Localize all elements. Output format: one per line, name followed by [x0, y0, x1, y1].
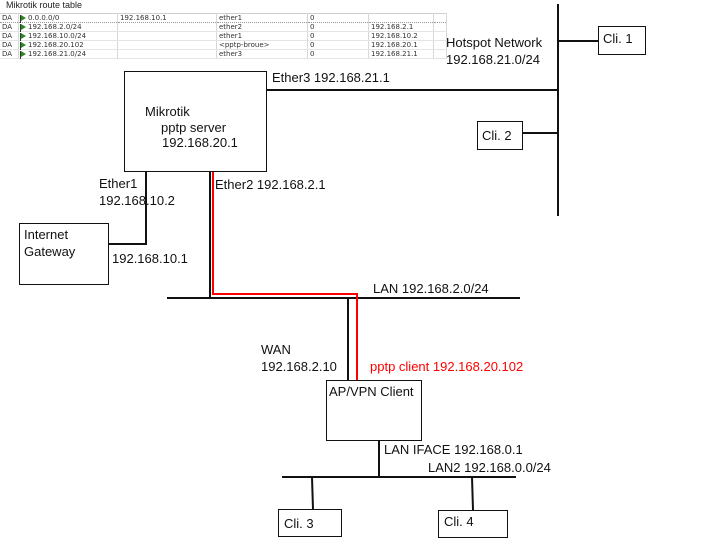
route-pref-src: 192.168.2.1	[368, 22, 434, 32]
mikrotik-role: pptp server	[161, 120, 227, 135]
pptp-tunnel	[212, 150, 358, 381]
route-flags: DA	[0, 22, 19, 32]
route-pref-src: 192.168.21.1	[368, 49, 434, 59]
ap-vpn-client: AP/VPN Client	[326, 380, 422, 441]
hotspot-name: Hotspot Network	[446, 35, 543, 50]
route-destination: 192.168.20.102	[18, 40, 118, 50]
client-1-label: Cli. 1	[603, 31, 633, 46]
route-gateway	[117, 22, 217, 32]
route-flags: DA	[0, 31, 19, 41]
route-pref-src	[368, 13, 434, 23]
route-destination: 192.168.21.0/24	[18, 49, 118, 59]
active-flag-icon	[20, 42, 26, 50]
route-distance: 0	[307, 40, 369, 50]
route-destination: 192.168.10.0/24	[18, 31, 118, 41]
wan-name: WAN	[261, 342, 291, 357]
route-filler	[433, 49, 447, 59]
route-filler	[433, 31, 447, 41]
client-3: Cli. 3	[278, 509, 342, 537]
cli4-link	[471, 476, 474, 511]
route-destination: 0.0.0.0/0	[18, 13, 118, 23]
route-interface: ether1	[216, 13, 308, 23]
route-interface: ether1	[216, 31, 308, 41]
active-flag-icon	[20, 24, 26, 32]
route-distance: 0	[307, 13, 369, 23]
route-pref-src: 192.168.10.2	[368, 31, 434, 41]
gateway-line2: Gateway	[24, 244, 76, 259]
ether1-name: Ether1	[99, 176, 138, 191]
route-pref-src: 192.168.20.1	[368, 40, 434, 50]
gateway-line1: Internet	[24, 227, 69, 242]
route-flags: DA	[0, 40, 19, 50]
ap-name: AP/VPN Client	[329, 384, 414, 399]
route-interface: ether2	[216, 22, 308, 32]
client-1: Cli. 1	[598, 26, 646, 55]
hotspot-subnet: 192.168.21.0/24	[446, 52, 540, 67]
ether1-ip: 192.168.10.2	[99, 193, 175, 208]
route-destination-text: 192.168.20.102	[28, 41, 84, 49]
route-distance: 0	[307, 22, 369, 32]
active-flag-icon	[20, 51, 26, 59]
route-gateway	[117, 40, 217, 50]
cli3-link	[311, 476, 314, 510]
internet-gateway: Internet Gateway	[19, 223, 109, 285]
route-filler	[433, 22, 447, 32]
pptp-client-label: pptp client 192.168.20.102	[370, 359, 524, 374]
active-flag-icon	[20, 33, 26, 41]
route-interface: <pptp-broue>	[216, 40, 308, 50]
lan-label: LAN 192.168.2.0/24	[373, 281, 489, 296]
mikrotik-router: Mikrotik pptp server 192.168.20.1	[124, 71, 267, 172]
lan2-label: LAN2 192.168.0.0/24	[428, 460, 551, 475]
route-distance: 0	[307, 31, 369, 41]
route-flags: DA	[0, 49, 19, 59]
route-destination-text: 192.168.21.0/24	[28, 50, 87, 58]
ether1-link	[108, 168, 147, 245]
ether2-label: Ether2 192.168.2.1	[215, 177, 326, 192]
route-gateway: 192.168.10.1	[117, 13, 217, 23]
client-2: Cli. 2	[477, 121, 523, 150]
route-destination: 192.168.2.0/24	[18, 22, 118, 32]
active-flag-icon	[20, 15, 26, 23]
route-interface: ether3	[216, 49, 308, 59]
mikrotik-name: Mikrotik	[145, 104, 190, 119]
mikrotik-ip: 192.168.20.1	[162, 135, 238, 150]
client-2-label: Cli. 2	[482, 128, 512, 143]
route-destination-text: 192.168.2.0/24	[28, 23, 82, 31]
client-4-label: Cli. 4	[444, 514, 474, 529]
client-3-label: Cli. 3	[284, 516, 314, 531]
lan-iface-label: LAN IFACE 192.168.0.1	[384, 442, 523, 457]
route-destination-text: 0.0.0.0/0	[28, 14, 60, 22]
route-filler	[433, 13, 447, 23]
route-gateway	[117, 31, 217, 41]
client-4: Cli. 4	[438, 510, 508, 538]
route-filler	[433, 40, 447, 50]
gateway-ip: 192.168.10.1	[112, 251, 188, 266]
route-flags: DA	[0, 13, 19, 23]
wan-ip: 192.168.2.10	[261, 359, 337, 374]
route-distance: 0	[307, 49, 369, 59]
route-gateway	[117, 49, 217, 59]
ether3-label: Ether3 192.168.21.1	[272, 70, 390, 85]
route-table-title: Mikrotik route table	[6, 0, 83, 10]
route-destination-text: 192.168.10.0/24	[28, 32, 87, 40]
